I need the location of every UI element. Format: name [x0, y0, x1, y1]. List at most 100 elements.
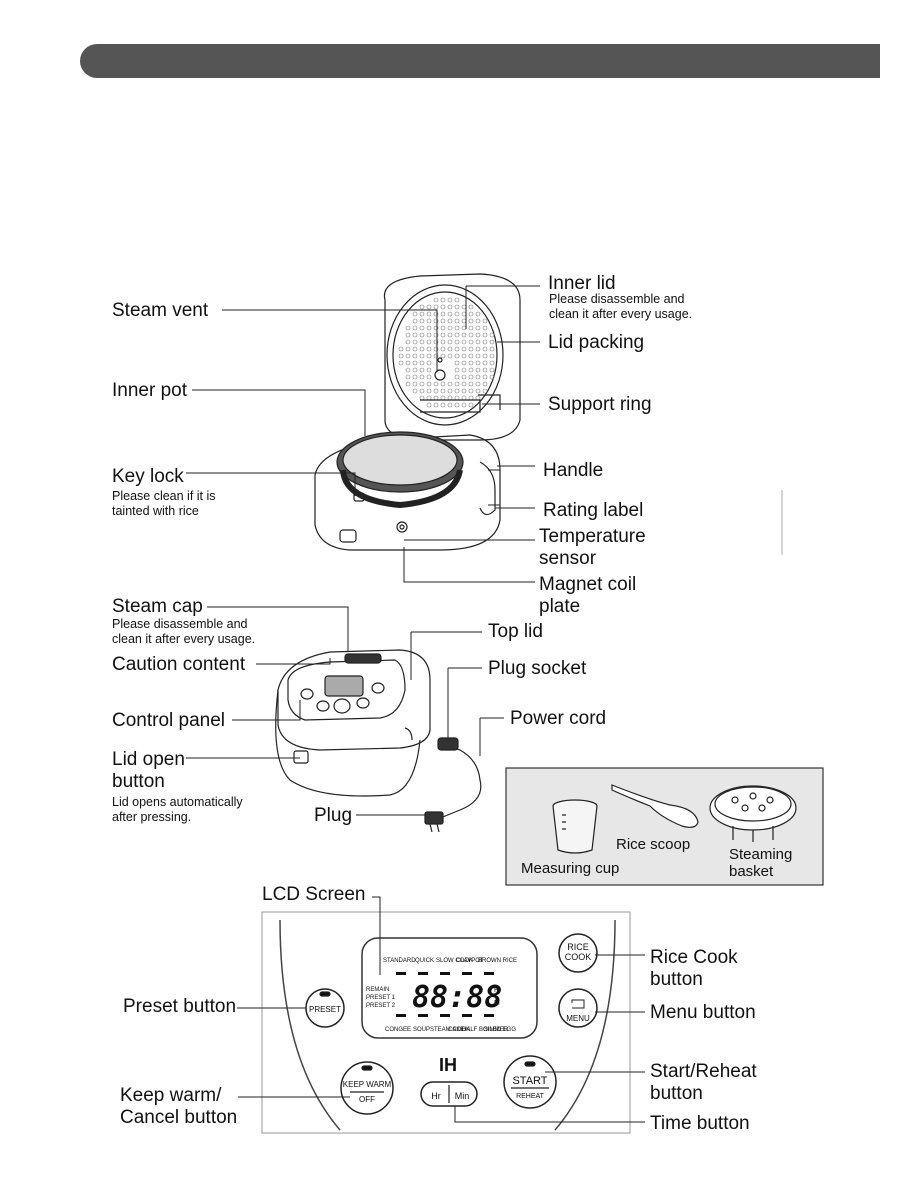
lid-vent-hole — [405, 346, 411, 352]
key-menu-text: MENU — [566, 1014, 590, 1023]
lid-vent-hole — [482, 381, 488, 387]
lid-vent-hole — [461, 353, 467, 359]
label-caution-content: Caution content — [112, 654, 246, 675]
key-cook-text: COOK — [565, 952, 592, 962]
lid-vent-hole — [468, 311, 474, 317]
key-keep-warm-text: KEEP WARM — [343, 1080, 392, 1089]
lid-vent-hole — [475, 311, 481, 317]
note-inner-lid: Please disassemble and clean it after ev… — [549, 292, 693, 321]
label-lid-packing: Lid packing — [548, 332, 645, 353]
label-key-lock: Key lock — [112, 466, 184, 487]
lid-vent-hole — [482, 346, 488, 352]
label-magnet-coil-plate: Magnet coil plate — [539, 574, 637, 617]
lid-vent-hole — [482, 332, 488, 338]
lid-vent-hole — [426, 381, 432, 387]
ih-logo: IH — [439, 1055, 457, 1075]
lid-vent-hole — [412, 332, 418, 338]
lid-vent-hole — [482, 367, 488, 373]
label-inner-lid: Inner lid — [548, 273, 616, 294]
lid-vent-hole — [433, 318, 439, 324]
lid-vent-hole — [433, 332, 439, 338]
lid-vent-hole — [475, 353, 481, 359]
lcd-top-menu-2: SLOW COOK — [436, 958, 473, 964]
label-time-button: Time button — [650, 1113, 750, 1134]
lid-vent-hole — [440, 311, 446, 317]
lid-vent-hole — [405, 360, 411, 366]
lid-vent-hole — [433, 297, 439, 303]
lid-vent-hole — [412, 360, 418, 366]
lid-vent-hole — [419, 388, 425, 394]
lid-vent-hole — [419, 325, 425, 331]
lid-vent-hole — [412, 346, 418, 352]
lid-vent-hole — [454, 402, 460, 408]
lid-vent-hole — [468, 332, 474, 338]
lid-vent-hole — [489, 353, 495, 359]
lid-vent-hole — [454, 367, 460, 373]
label-preset-button: Preset button — [123, 996, 237, 1017]
lid-vent-hole — [433, 381, 439, 387]
lid-vent-hole — [426, 388, 432, 394]
lid-vent-hole — [447, 304, 453, 310]
lid-vent-hole — [412, 353, 418, 359]
lcd-preset1: PRESET 1 — [366, 995, 396, 1001]
lid-vent-hole — [433, 339, 439, 345]
lid-vent-hole — [447, 353, 453, 359]
lid-vent-hole — [468, 346, 474, 352]
lid-vent-hole — [426, 304, 432, 310]
label-measuring-cup: Measuring cup — [521, 860, 620, 877]
label-top-lid: Top lid — [488, 621, 543, 642]
lid-vent-hole — [482, 318, 488, 324]
lid-vent-hole — [461, 388, 467, 394]
lid-vent-hole — [426, 325, 432, 331]
lid-vent-hole — [461, 332, 467, 338]
label-power-cord: Power cord — [510, 708, 607, 729]
lid-vent-hole — [405, 381, 411, 387]
lid-vent-hole — [447, 325, 453, 331]
lcd-labels: STANDARD QUICK SLOW COOK CLAYPOT BROWN R… — [366, 958, 517, 1033]
lcd-top-menu-3: CLAYPOT — [456, 958, 484, 964]
lid-vent-hole — [475, 318, 481, 324]
label-handle: Handle — [543, 460, 604, 481]
lid-vent-hole — [454, 325, 460, 331]
lid-vent-hole — [440, 346, 446, 352]
lcd-bottom-menu-5: SIMMER — [484, 1027, 509, 1033]
lid-vent-hole — [419, 339, 425, 345]
lid-vent-hole — [461, 311, 467, 317]
lid-vent-hole — [475, 325, 481, 331]
lid-vent-hole — [412, 339, 418, 345]
key-reheat-text: REHEAT — [516, 1093, 545, 1100]
lid-vent-hole — [447, 311, 453, 317]
lid-vent-hole — [454, 381, 460, 387]
lid-vent-hole — [489, 346, 495, 352]
lid-vent-hole — [398, 353, 404, 359]
lid-vent-hole — [433, 353, 439, 359]
lid-vent-hole — [468, 360, 474, 366]
label-lcd-screen: LCD Screen — [262, 884, 366, 905]
lid-vent-hole — [433, 311, 439, 317]
lid-vent-hole — [475, 367, 481, 373]
label-rice-cook-button: Rice Cook button — [650, 947, 738, 990]
lid-vent-hole — [433, 304, 439, 310]
lid-vent-hole — [447, 346, 453, 352]
lid-vent-hole — [433, 402, 439, 408]
lid-vent-hole — [482, 360, 488, 366]
lid-vent-hole — [482, 325, 488, 331]
lid-vent-hole — [419, 381, 425, 387]
lid-vent-hole — [489, 374, 495, 380]
lid-vent-hole — [489, 332, 495, 338]
lid-vent-hole — [440, 402, 446, 408]
lid-vent-hole — [482, 353, 488, 359]
lid-vent-hole — [461, 381, 467, 387]
lid-vent-hole — [412, 311, 418, 317]
label-lid-open-button: Lid open button — [112, 749, 185, 792]
lid-vent-hole — [482, 339, 488, 345]
measuring-cup-illustration — [552, 799, 598, 854]
lid-vent-hole — [447, 388, 453, 394]
lid-vent-hole — [419, 353, 425, 359]
key-min-text: Min — [455, 1091, 470, 1101]
key-off-text: OFF — [359, 1095, 375, 1104]
label-rice-scoop: Rice scoop — [616, 836, 691, 853]
lid-vent-hole — [454, 346, 460, 352]
note-steam-cap: Please disassemble and clean it after ev… — [112, 617, 256, 646]
